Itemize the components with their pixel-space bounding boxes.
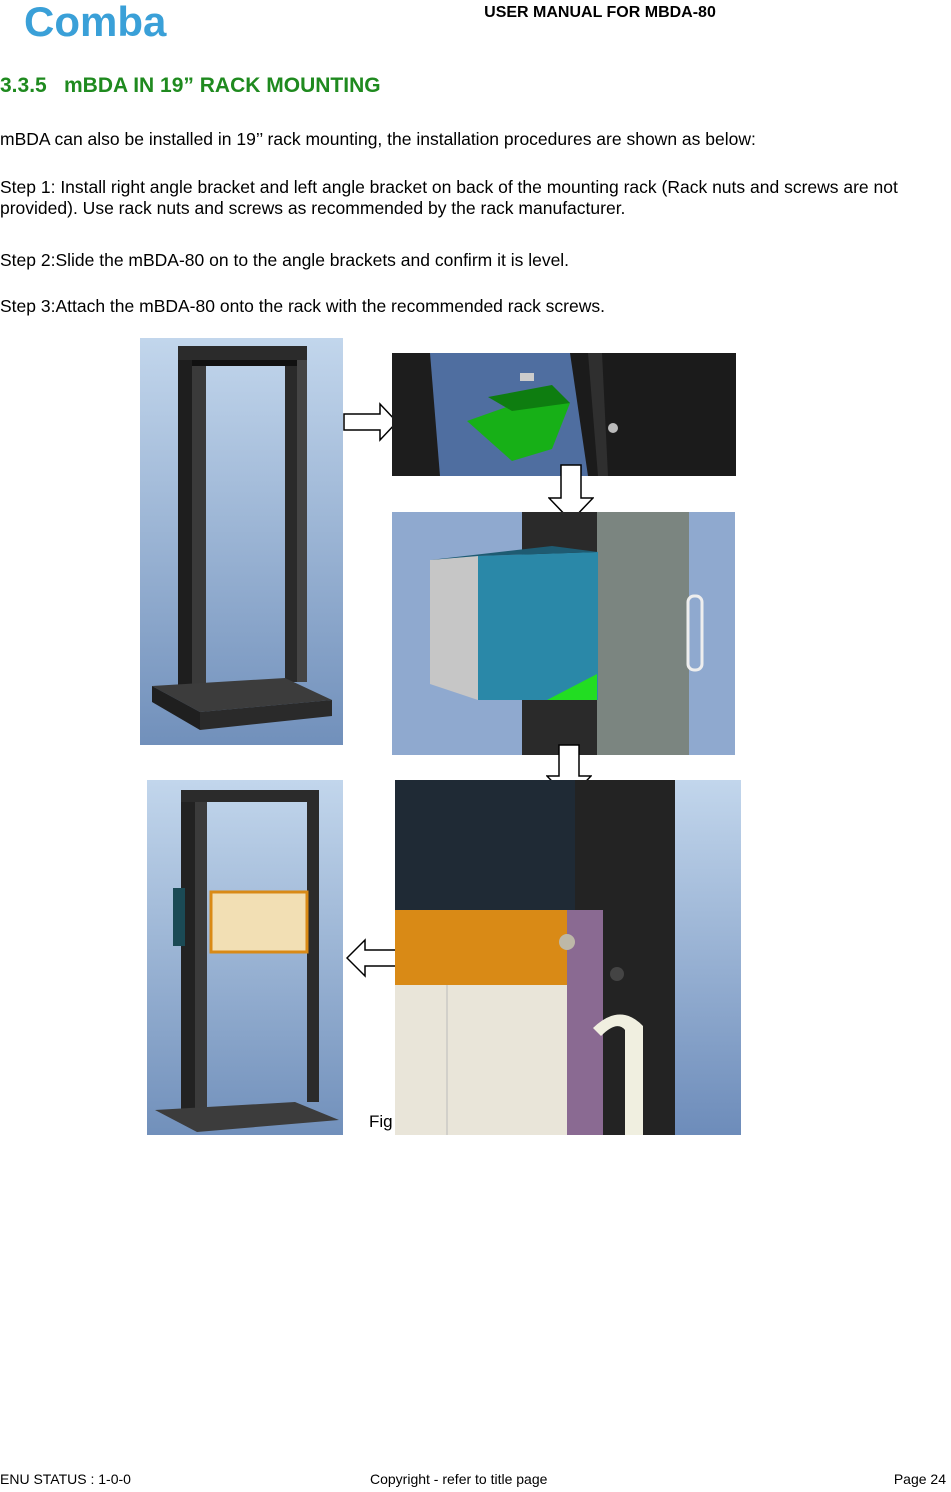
section-heading: 3.3.5 mBDA IN 19” RACK MOUNTING (0, 74, 381, 98)
section-number: 3.3.5 (0, 74, 47, 97)
figure-bracket-install (392, 353, 736, 476)
intro-paragraph: mBDA can also be installed in 19’’ rack … (0, 129, 756, 149)
arrow-down-icon (548, 464, 594, 522)
comba-logo: Comba (24, 0, 167, 44)
step3-paragraph: Step 3:Attach the mBDA-80 onto the rack … (0, 296, 605, 316)
footer-copyright: Copyright - refer to title page (370, 1471, 548, 1487)
figure-slide-unit (392, 512, 735, 755)
header-title: USER MANUAL FOR MBDA-80 (484, 4, 716, 21)
figure-screw-detail (395, 780, 741, 1135)
step1-paragraph: Step 1: Install right angle bracket and … (0, 177, 898, 218)
logo-wordmark: Comba (24, 0, 167, 44)
footer-page-number: Page 24 (893, 1471, 946, 1487)
figure-rack-installed (147, 780, 343, 1135)
arrow-right-icon (343, 402, 398, 442)
step2-paragraph: Step 2:Slide the mBDA-80 on to the angle… (0, 250, 570, 270)
section-title: mBDA IN 19” RACK MOUNTING (64, 74, 381, 97)
figure-empty-rack (140, 338, 343, 745)
figure-caption: Fig (369, 1112, 393, 1131)
footer-status: ENU STATUS : 1-0-0 (0, 1471, 131, 1487)
